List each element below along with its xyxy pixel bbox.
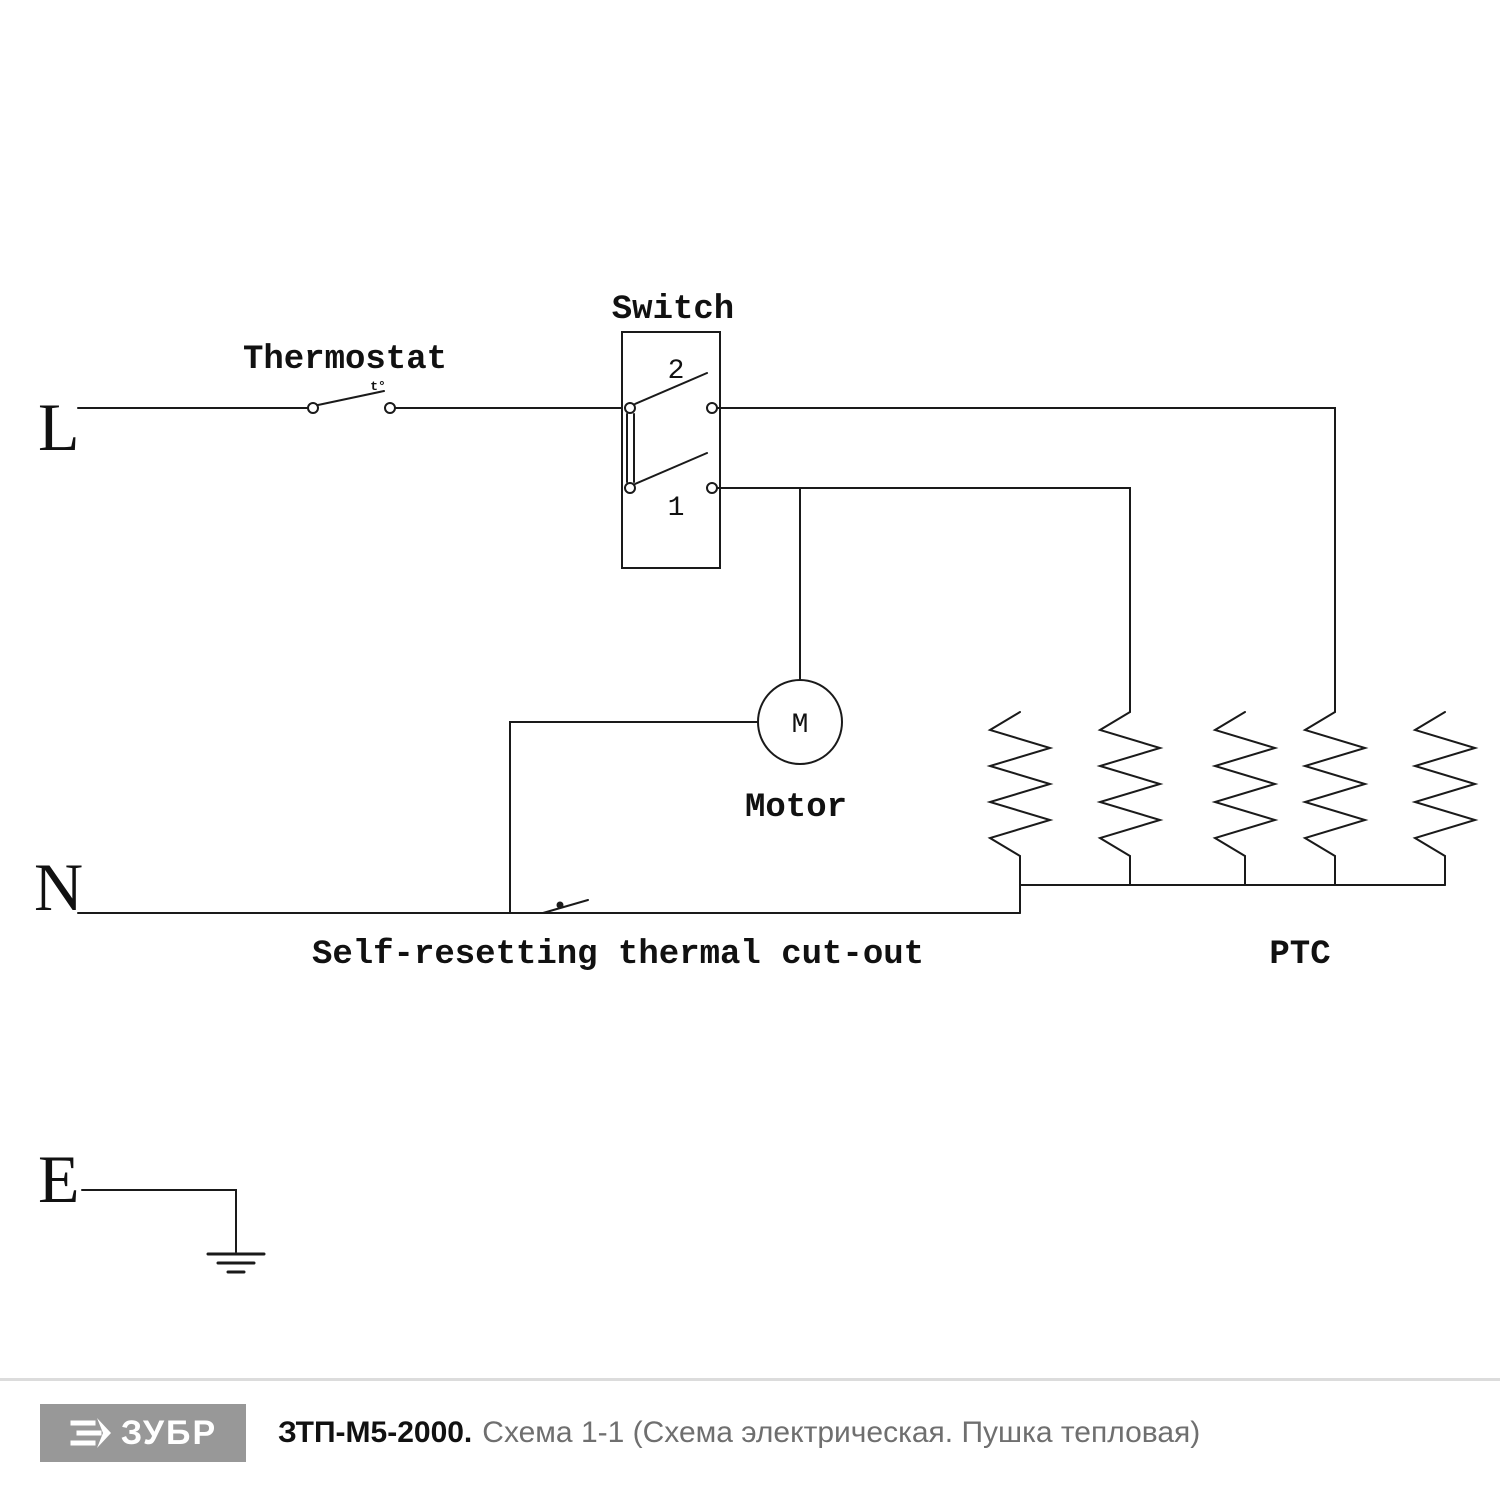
ptc-resistor bbox=[1301, 711, 1369, 857]
motor-label: Motor bbox=[745, 789, 847, 827]
switch-common-bar bbox=[626, 413, 635, 483]
ptc-resistor bbox=[1211, 711, 1279, 857]
live-label: L bbox=[38, 389, 80, 465]
thermostat-label: Thermostat bbox=[243, 341, 447, 379]
thermostat-symbol bbox=[307, 390, 396, 414]
switch-label: Switch bbox=[612, 291, 734, 329]
thermal-cutout-symbol bbox=[542, 899, 589, 914]
footer-caption-line: ЗТП-М5-2000. Схема 1-1 (Схема электричес… bbox=[278, 1404, 1200, 1462]
switch-contact-2 bbox=[624, 372, 718, 414]
schematic-caption: Схема 1-1 (Схема электрическая. Пушка те… bbox=[482, 1416, 1201, 1449]
switch-position-2: 2 bbox=[668, 356, 685, 387]
ptc-label: PTC bbox=[1269, 936, 1330, 974]
heater-feed-wire-high bbox=[716, 407, 1336, 713]
ground-symbol bbox=[206, 1252, 266, 1274]
switch-box bbox=[621, 331, 721, 569]
ptc-bus bbox=[1019, 855, 1446, 914]
model-number: ЗТП-М5-2000. bbox=[278, 1416, 473, 1449]
neutral-label: N bbox=[34, 849, 83, 925]
earth-label: E bbox=[38, 1141, 80, 1217]
zubr-logo: ЗУБР bbox=[40, 1404, 246, 1462]
heater-feed-wire-low bbox=[716, 487, 1131, 713]
ptc-resistor bbox=[1096, 711, 1164, 857]
earth-wire bbox=[81, 1189, 237, 1253]
zubr-logo-icon bbox=[70, 1418, 111, 1448]
thermostat-mark: t° bbox=[370, 379, 386, 394]
cutout-label: Self-resetting thermal cut-out bbox=[312, 936, 924, 974]
brand-text: ЗУБР bbox=[120, 1413, 218, 1452]
ptc-resistor bbox=[1411, 711, 1479, 857]
ptc-resistor bbox=[986, 711, 1054, 857]
footer-divider bbox=[0, 1378, 1500, 1381]
switch-position-1: 1 bbox=[668, 493, 685, 524]
motor-return-wire bbox=[509, 721, 759, 914]
motor-symbol-letter: M bbox=[792, 710, 809, 741]
